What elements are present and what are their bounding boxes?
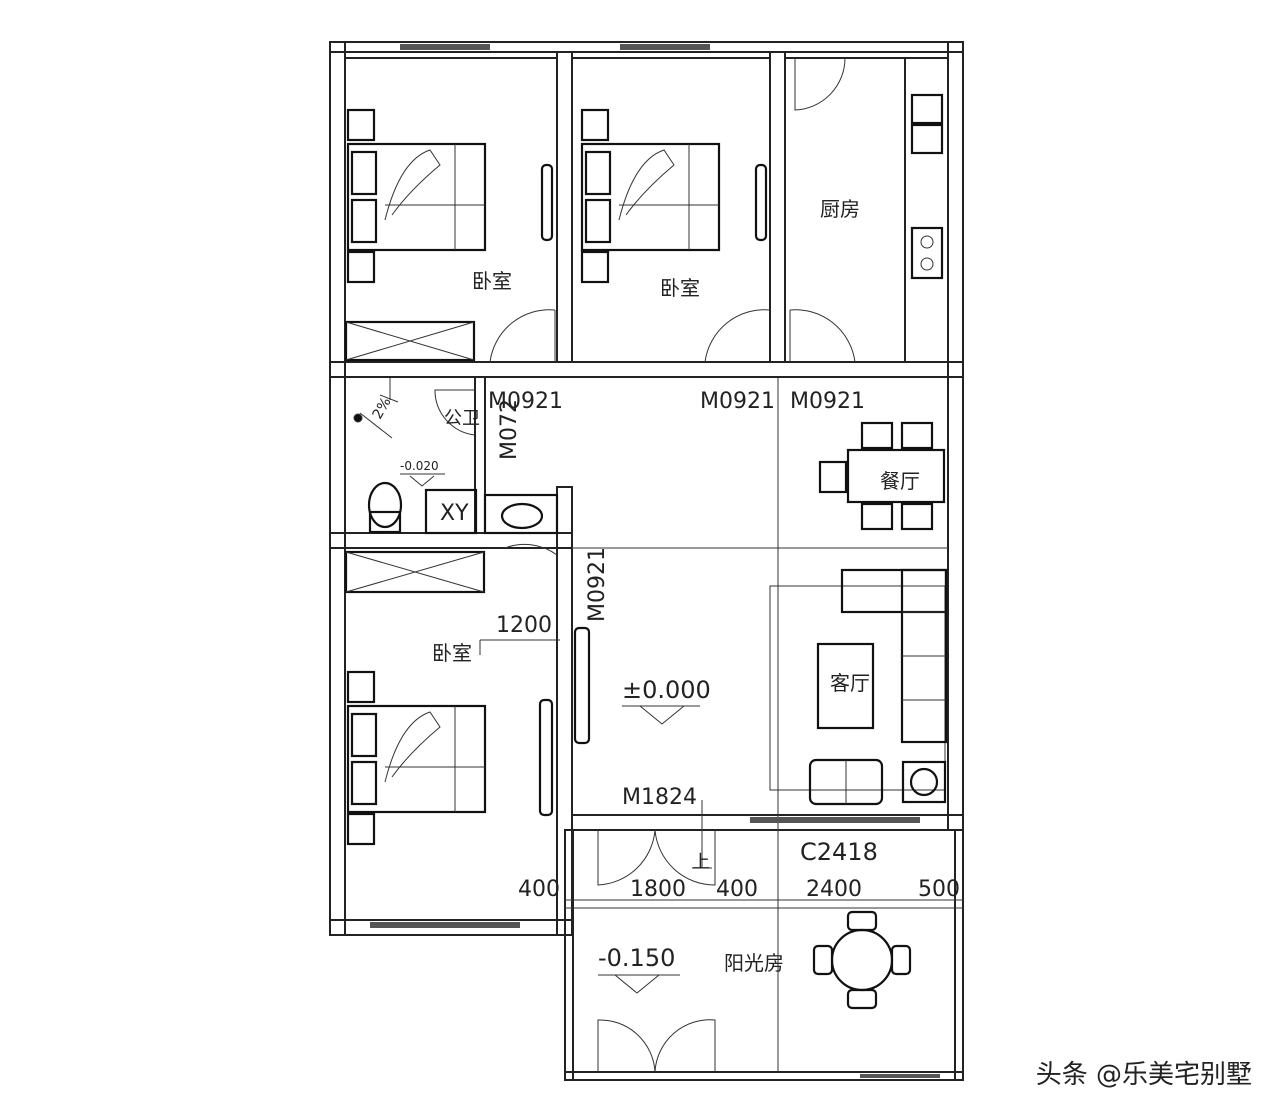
room-label-bathroom: 公卫 xyxy=(444,408,480,429)
room-label-bedroom: 卧室 xyxy=(432,641,472,665)
dimension-label: 1800 xyxy=(630,877,686,902)
washer-label: XY xyxy=(440,501,469,526)
bed-icon xyxy=(580,108,721,284)
level-label: -0.150 xyxy=(598,944,675,972)
bed-icon xyxy=(344,550,487,846)
room-label-bedroom: 卧室 xyxy=(472,269,512,293)
tv-icon xyxy=(538,163,768,817)
kitchen-counter xyxy=(904,57,949,363)
level-markers xyxy=(400,473,963,994)
toilet-icon xyxy=(367,481,403,534)
dimension-label: 1200 xyxy=(496,613,552,638)
dimension-label: 400 xyxy=(716,877,758,902)
level-label: ±0.000 xyxy=(622,676,711,704)
windows xyxy=(370,44,940,1078)
sink-icon xyxy=(483,493,559,535)
door-label: M1824 xyxy=(622,785,697,810)
door-label: M0921 xyxy=(585,547,610,622)
door-swings xyxy=(434,57,856,1073)
dimension-label: 2400 xyxy=(806,877,862,902)
watermark: 头条 @乐美宅别墅 xyxy=(1035,1060,1252,1090)
door-label: M0921 xyxy=(790,389,865,414)
room-label-dining: 餐厅 xyxy=(880,469,920,493)
stair-up-label: 上 xyxy=(692,852,710,873)
door-label: M0921 xyxy=(700,389,775,414)
room-label-living: 客厅 xyxy=(830,671,870,695)
sofa-icon xyxy=(769,568,948,806)
labels: 卧室 卧室 卧室 厨房 公卫 餐厅 客厅 阳光房 M0921 M0921 M09… xyxy=(370,197,960,975)
level-label: -0.020 xyxy=(400,459,439,473)
dimension-label: 500 xyxy=(918,877,960,902)
room-label-bedroom: 卧室 xyxy=(660,276,700,300)
dining-table-icon xyxy=(818,421,946,531)
bed-icon xyxy=(344,108,487,362)
door-label: M0921 xyxy=(488,389,563,414)
door-label: M072 xyxy=(497,399,522,460)
window-label: C2418 xyxy=(800,838,878,866)
dimension-label: 400 xyxy=(518,877,560,902)
round-table-icon xyxy=(812,910,912,1010)
room-label-kitchen: 厨房 xyxy=(820,197,860,221)
room-label-sunroom: 阳光房 xyxy=(724,951,784,975)
washing-machine xyxy=(424,488,478,535)
shower-icon xyxy=(353,378,399,439)
